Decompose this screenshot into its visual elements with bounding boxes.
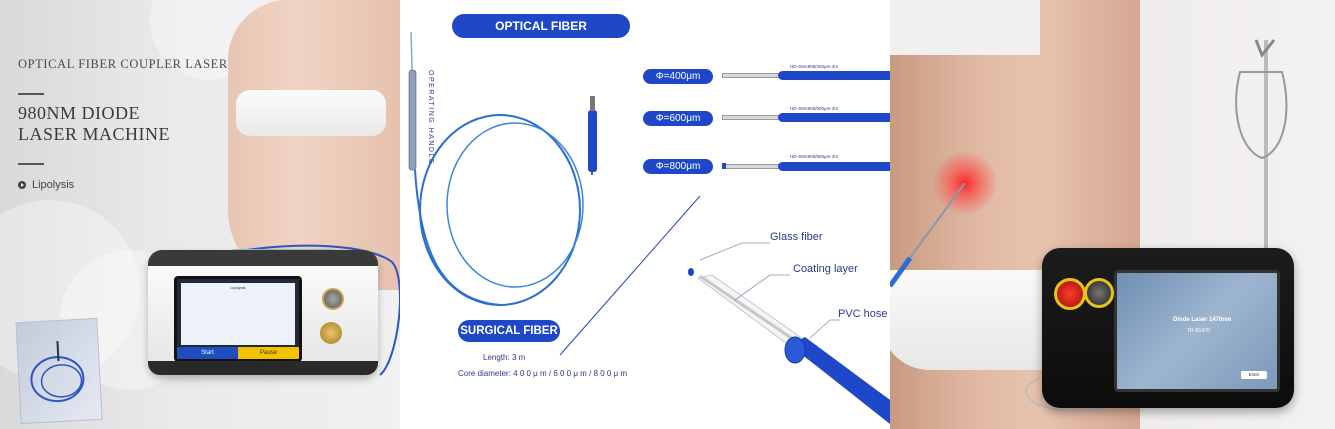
section-title: OPTICAL FIBER INTRODUCTION <box>452 14 630 57</box>
title-line-2: LASER MACHINE <box>18 124 171 144</box>
coating-layer-label: Coating layer <box>793 263 858 275</box>
fiber-hose-800 <box>778 162 890 171</box>
model-torso <box>228 0 400 290</box>
machine-touchscreen-1470: Diode Laser 1470nm TR-B1470 Enter <box>1114 270 1280 392</box>
touchscreen-title-1470: Diode Laser 1470nm <box>1173 317 1232 323</box>
touchscreen-model: TR-B1470 <box>1187 328 1210 334</box>
fiber-package-bag <box>15 317 103 425</box>
glass-fiber-label: Glass fiber <box>770 231 823 243</box>
surgical-fiber-title: SURGICAL FIBER <box>458 320 560 342</box>
title-line-1: 980NM DIODE <box>18 103 140 123</box>
divider-rule <box>18 93 44 95</box>
fiber-code-800: HD-SMA905/800μm-3m <box>790 154 839 159</box>
touchscreen-title: Lipolysis <box>230 285 246 290</box>
touchscreen-start-button: Start <box>177 347 238 359</box>
key-switch-icon <box>1084 278 1114 308</box>
product-banner-left: OPTICAL FIBER COUPLER LASER 980NM DIODE … <box>0 0 400 429</box>
touchscreen-controls: Start Pause <box>177 347 299 359</box>
fiber-hose-600 <box>778 113 890 122</box>
diameter-600-badge: Φ=600μm <box>643 111 713 126</box>
length-label: Length: <box>483 353 510 362</box>
divider-rule <box>18 163 44 165</box>
fiber-sample-400 <box>722 73 782 78</box>
diameter-400-badge: Φ=400μm <box>643 69 713 84</box>
fiber-code-400: HD-SMA905/400μm-3m <box>790 64 839 69</box>
laser-machine-980: Lipolysis Start Pause <box>148 250 378 375</box>
play-bullet-icon <box>18 181 26 189</box>
fiber-tip-800 <box>722 163 726 169</box>
machine-touchscreen: Lipolysis Start Pause <box>174 276 302 362</box>
fiber-port-icon <box>322 288 344 310</box>
fiber-code-600: HD-SMA905/600μm-3m <box>790 106 839 111</box>
product-banner-right: Diode Laser 1470nm TR-B1470 Enter <box>890 0 1335 429</box>
touchscreen-pause-button: Pause <box>238 347 299 359</box>
model-top-garment <box>890 0 1040 55</box>
touchscreen-content: Lipolysis <box>181 283 295 345</box>
fiber-hose-400 <box>778 71 890 80</box>
diameter-800-badge: Φ=800μm <box>643 159 713 174</box>
key-switch-icon <box>320 322 342 344</box>
emergency-stop-icon <box>1054 278 1086 310</box>
pvc-hose-label: PVC hose <box>838 308 888 320</box>
touchscreen-enter-button: Enter <box>1241 371 1267 379</box>
laser-machine-1470: Diode Laser 1470nm TR-B1470 Enter <box>1042 248 1294 408</box>
core-diameter-label: Core diameter: <box>458 369 511 378</box>
coiled-fiber-icon <box>30 340 85 403</box>
length-value: 3 m <box>511 353 526 362</box>
machine-base <box>148 361 378 375</box>
core-diameter-spec: Core diameter: 4 0 0 μ m / 6 0 0 μ m / 8… <box>458 369 627 378</box>
core-diameter-value: 4 0 0 μ m / 6 0 0 μ m / 8 0 0 μ m <box>513 369 628 378</box>
banner-subtitle: OPTICAL FIBER COUPLER LASER <box>18 57 228 71</box>
machine-top-cover <box>148 250 378 266</box>
feature-bullet-label: Lipolysis <box>32 179 75 191</box>
fiber-sample-800 <box>722 164 782 169</box>
banner-title: 980NM DIODE LASER MACHINE <box>18 103 170 145</box>
model-bandeau <box>236 90 386 136</box>
fiber-sample-600 <box>722 115 782 120</box>
operating-handle-label: OPERATING HANDLE <box>427 70 434 166</box>
feature-bullet: Lipolysis <box>18 179 74 191</box>
length-spec: Length: 3 m <box>483 353 525 362</box>
